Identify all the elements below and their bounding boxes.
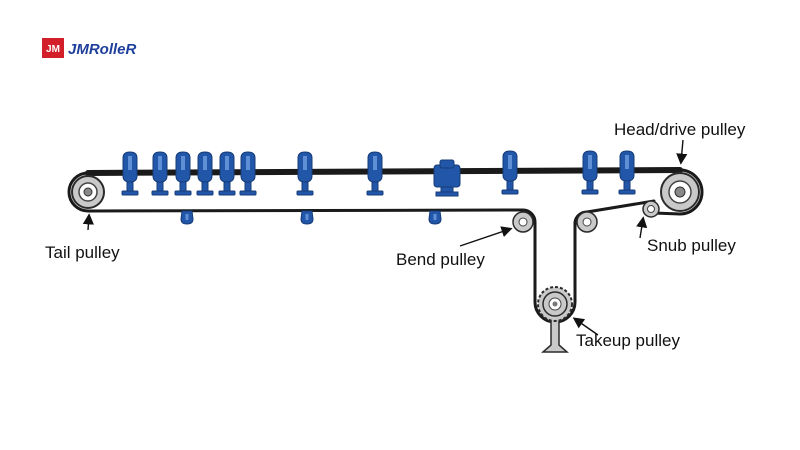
bend-pulley-left (512, 211, 534, 233)
arrow-icon (572, 317, 599, 336)
callout-arrows (82, 139, 688, 336)
snub-pulley (642, 200, 660, 218)
idler-icon (174, 151, 192, 196)
belt-head-wrap (678, 168, 704, 216)
idler-icon (501, 150, 519, 195)
idler-icon (151, 151, 169, 196)
idler-icon (196, 151, 214, 196)
takeup-stand (541, 319, 569, 353)
label-bend-pulley: Bend pulley (396, 250, 485, 269)
label-head-pulley: Head/drive pulley (614, 120, 746, 139)
bend-pulley-right (576, 211, 598, 233)
carrying-idlers (121, 150, 636, 197)
idler-icon (180, 210, 194, 225)
belt-tail-wrap (67, 171, 90, 213)
logo-text: JMRolleR (68, 41, 137, 58)
arrow-icon (676, 139, 688, 165)
idler-icon (296, 151, 314, 196)
idler-icon (121, 151, 139, 196)
label-takeup-pulley: Takeup pulley (576, 331, 680, 350)
head-drive-pulley (660, 172, 700, 212)
idler-icon (581, 150, 599, 195)
return-idlers (180, 210, 442, 225)
idler-icon (300, 210, 314, 225)
idler-icon (239, 151, 257, 196)
arrow-icon (82, 213, 94, 231)
logo-mark-text: JM (46, 44, 60, 55)
idler-icon (366, 151, 384, 196)
belt-snub-bend (585, 199, 656, 214)
label-tail-pulley: Tail pulley (45, 243, 120, 262)
idler-icon (618, 150, 636, 195)
arrow-icon (636, 216, 648, 239)
special-idler-icon (433, 159, 461, 197)
takeup-pulley (537, 286, 573, 353)
idler-icon (428, 210, 442, 225)
brand-logo: JM JMRolleR (42, 38, 137, 58)
arrow-icon (459, 226, 513, 247)
tail-pulley (71, 175, 105, 209)
label-snub-pulley: Snub pulley (647, 236, 736, 255)
logo-mark-icon (42, 38, 64, 58)
idler-icon (218, 151, 236, 196)
